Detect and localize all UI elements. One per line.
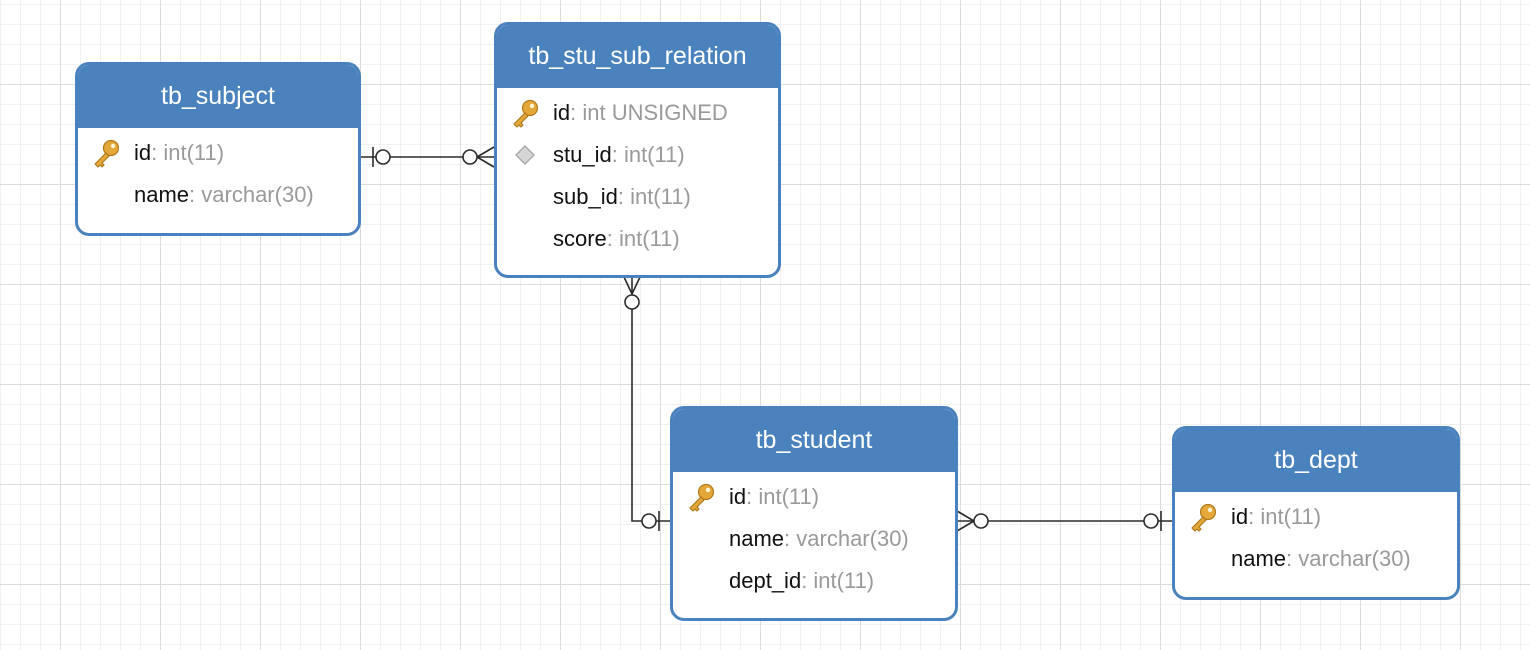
field-type: : int(11) [151,140,225,165]
field-row[interactable]: sub_id: int(11) [497,176,778,218]
field-name: dept_id [729,568,802,593]
field-row[interactable]: name: varchar(30) [78,174,358,216]
field-row[interactable]: id: int(11) [1175,496,1457,538]
field-type: : int(11) [1248,504,1322,529]
table-name: tb_student [755,426,873,454]
field-type: : int(11) [801,568,875,593]
field-name: name [729,526,785,551]
field-row[interactable]: score: int(11) [497,218,778,260]
primary-key-icon [78,138,134,168]
field-name: id [134,140,152,165]
table-header: tb_dept [1175,429,1457,492]
table-name: tb_subject [161,82,275,110]
relationship-subject-relation[interactable] [360,146,495,168]
field-list: id: int(11)name: varchar(30) [1175,492,1457,580]
primary-key-icon [673,482,729,512]
table-tb-dept[interactable]: tb_dept id: int(11)name: varchar(30) [1172,426,1460,600]
field-type: : varchar(30) [1286,546,1411,571]
field-name: name [134,182,190,207]
field-row[interactable]: dept_id: int(11) [673,560,955,602]
field-type: : varchar(30) [189,182,314,207]
table-header: tb_stu_sub_relation [497,25,778,88]
index-diamond-icon [497,144,553,166]
table-name: tb_dept [1274,446,1358,474]
field-name: id [1231,504,1249,529]
field-type: : varchar(30) [784,526,909,551]
field-row[interactable]: name: varchar(30) [673,518,955,560]
field-type: : int(11) [746,484,820,509]
field-name: name [1231,546,1287,571]
field-row[interactable]: id: int(11) [673,476,955,518]
table-header: tb_subject [78,65,358,128]
field-name: score [553,226,607,251]
field-row[interactable]: id: int UNSIGNED [497,92,778,134]
table-tb-student[interactable]: tb_student id: int(11)name: varchar(30)d… [670,406,958,621]
field-name: sub_id [553,184,618,209]
primary-key-icon [497,98,553,128]
field-type: : int UNSIGNED [570,100,728,125]
relationship-student-dept[interactable] [956,510,1172,532]
field-list: id: int(11)name: varchar(30)dept_id: int… [673,472,955,602]
table-tb-subject[interactable]: tb_subject id: int(11)name: varchar(30) [75,62,361,236]
table-name: tb_stu_sub_relation [528,42,747,70]
table-header: tb_student [673,409,955,472]
field-row[interactable]: id: int(11) [78,132,358,174]
field-type: : int(11) [611,142,685,167]
field-row[interactable]: name: varchar(30) [1175,538,1457,580]
field-name: id [729,484,747,509]
field-row[interactable]: stu_id: int(11) [497,134,778,176]
field-type: : int(11) [606,226,680,251]
field-type: : int(11) [617,184,691,209]
field-name: stu_id [553,142,612,167]
field-list: id: int(11)name: varchar(30) [78,128,358,216]
primary-key-icon [1175,502,1231,532]
relationship-relation-student[interactable] [623,276,670,531]
field-name: id [553,100,571,125]
